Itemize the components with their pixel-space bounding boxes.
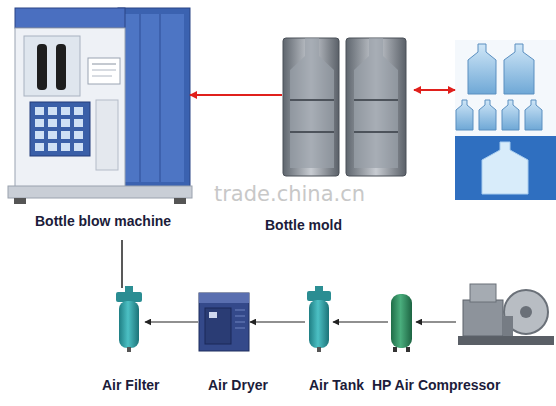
- watermark: trade.china.cn: [214, 182, 365, 206]
- air-dryer-drawing: [199, 293, 249, 351]
- component-label: HP Air Compressor: [372, 377, 500, 394]
- component-node: Air Filter: [113, 288, 145, 352]
- component-node: Bottle mold: [282, 35, 408, 180]
- flow-arrow: [190, 94, 282, 96]
- machine-drawing: [8, 8, 192, 204]
- flow-arrow: [121, 240, 123, 288]
- component-node: Air Dryer: [198, 293, 250, 352]
- air-filter-drawing: [116, 286, 142, 352]
- component-label: Air Tank: [309, 377, 364, 394]
- air-tank-drawing: [307, 286, 331, 352]
- bottles-photo: [455, 40, 556, 200]
- component-label: Air Dryer: [208, 377, 268, 394]
- component-label: Air Filter: [102, 377, 160, 394]
- component-label: Bottle blow machine: [35, 213, 171, 230]
- compressor-drawing: [391, 284, 554, 352]
- component-node: HP Air Compressor: [388, 278, 556, 352]
- component-node: Air Tank: [305, 287, 333, 352]
- mold-drawing: [283, 38, 406, 176]
- flow-arrow: [333, 321, 388, 322]
- flow-arrow: [145, 321, 198, 322]
- component-label: Bottle mold: [265, 217, 342, 234]
- inner-arrow: [416, 321, 456, 322]
- red-double-arrow: [414, 89, 455, 91]
- flow-arrow: [250, 321, 305, 322]
- component-node: Bottle blow machine: [0, 0, 190, 240]
